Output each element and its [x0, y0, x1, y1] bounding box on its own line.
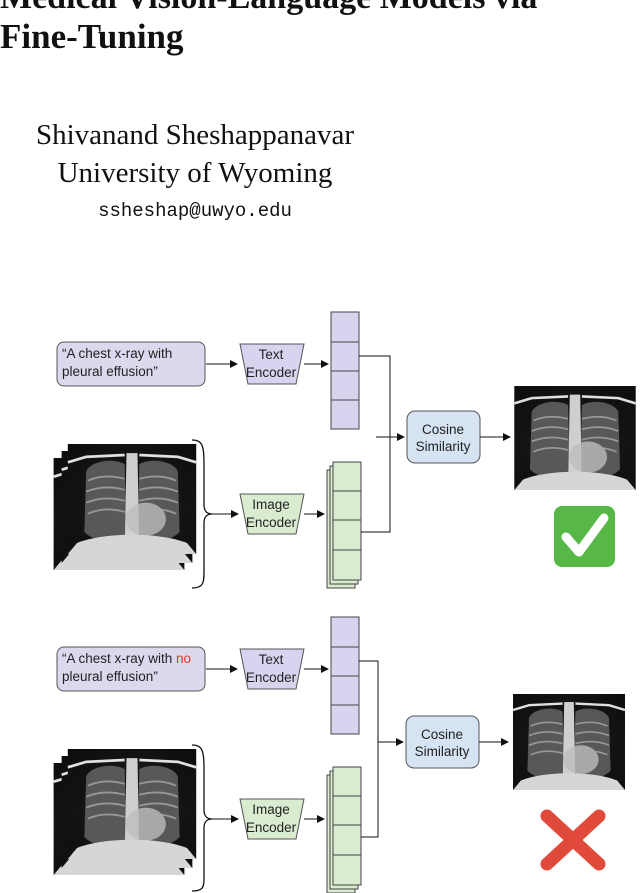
top-similarity-line2: Similarity	[416, 439, 471, 454]
top-similarity-line1: Cosine	[422, 422, 464, 437]
bottom-image-encoder-line2: Encoder	[246, 820, 297, 835]
bottom-result-xray	[511, 694, 627, 790]
paper-title-line2: Fine-Tuning	[0, 17, 184, 56]
author-name: Shivanand Sheshappanavar	[35, 119, 355, 151]
bottom-xray-stack	[52, 749, 198, 875]
bottom-prompt-line1: “A chest x-ray with no	[62, 651, 191, 666]
top-prompt-line1: “A chest x-ray with	[62, 346, 172, 361]
top-pipeline: “A chest x-ray with pleural effusion” Te…	[52, 311, 638, 589]
bottom-similarity-line1: Cosine	[421, 727, 463, 742]
bottom-text-encoder-line1: Text	[259, 652, 284, 667]
top-text-embedding	[330, 311, 360, 430]
bottom-image-encoder-line1: Image	[252, 802, 290, 817]
bottom-image-encoder	[239, 798, 305, 840]
bottom-cosine-similarity	[405, 715, 480, 769]
top-image-encoder-line1: Image	[252, 497, 290, 512]
cross-mark-icon	[540, 809, 606, 871]
bottom-similarity-line2: Similarity	[415, 744, 470, 759]
bottom-text-embedding	[330, 616, 360, 735]
top-prompt-box	[56, 341, 206, 387]
check-mark-icon	[554, 506, 615, 567]
author-email: ssheshap@uwyo.edu	[98, 200, 292, 222]
top-image-encoder-line2: Encoder	[246, 515, 297, 530]
author-affiliation: University of Wyoming	[57, 157, 333, 189]
top-text-encoder-line2: Encoder	[246, 365, 297, 380]
top-text-encoder-line1: Text	[259, 347, 284, 362]
top-cosine-similarity	[406, 410, 481, 464]
top-result-xray	[512, 386, 638, 490]
bottom-image-embedding	[326, 766, 362, 893]
top-image-encoder	[239, 493, 305, 535]
top-xray-stack	[52, 444, 198, 570]
negation-highlight: no	[176, 651, 191, 666]
bottom-pipeline: “A chest x-ray with no pleural effusion”…	[52, 616, 627, 893]
bottom-prompt-line2: pleural effusion”	[62, 669, 158, 684]
top-text-encoder	[239, 343, 305, 385]
bottom-text-encoder-line2: Encoder	[246, 670, 297, 685]
top-image-embedding	[326, 461, 362, 589]
paper-title-line1: Medical Vision-Language Models via	[0, 0, 640, 18]
bottom-prompt-box	[56, 646, 206, 692]
bottom-text-encoder	[239, 648, 305, 690]
top-prompt-line2: pleural effusion”	[62, 364, 158, 379]
